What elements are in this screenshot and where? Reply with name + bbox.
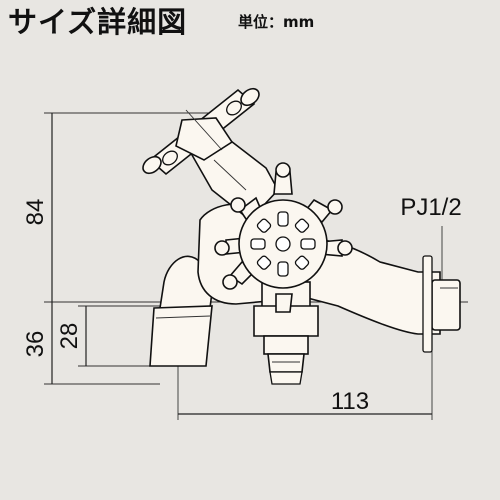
unit-label: 単位：mm	[238, 13, 315, 31]
thread-label: PJ1/2	[400, 194, 461, 221]
dimension-36: 36	[22, 331, 49, 358]
dimension-113: 113	[331, 388, 369, 415]
ship-wheel-handle	[214, 162, 353, 313]
page-title: サイズ詳細図	[8, 5, 188, 39]
dimension-84: 84	[22, 199, 49, 226]
dimension-28: 28	[56, 323, 83, 350]
